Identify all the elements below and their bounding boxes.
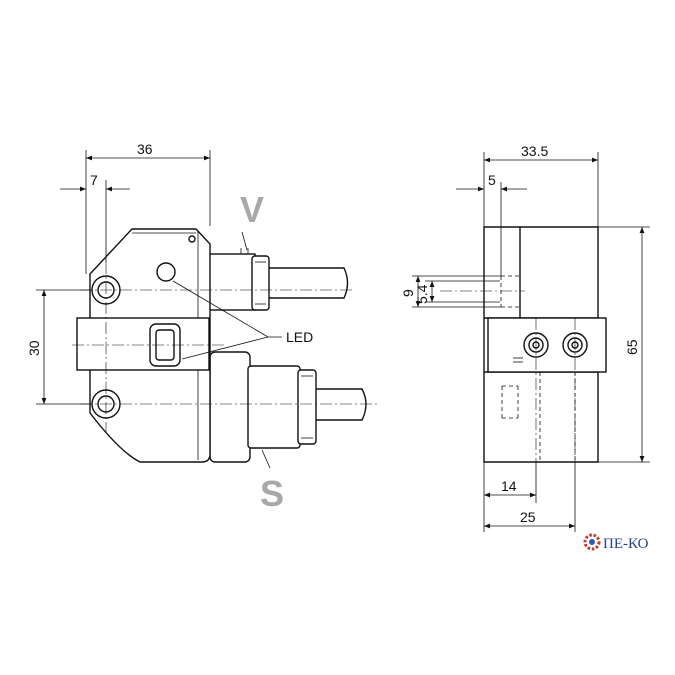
dim-9: 9 — [400, 289, 416, 297]
dim-33-5: 33.5 — [521, 143, 548, 159]
clamp-band — [76, 317, 210, 371]
logo-text: ПЕ-КО — [603, 536, 649, 552]
connector-s-body — [209, 351, 251, 463]
cable-s — [316, 388, 367, 421]
side-view — [412, 152, 650, 532]
front-view — [36, 150, 378, 469]
label-led: LED — [286, 329, 313, 345]
connector-s-nut — [297, 369, 317, 445]
connector-v-body — [202, 253, 256, 311]
label-s: S — [260, 473, 284, 514]
led-indicator — [156, 262, 176, 282]
dim-36: 36 — [137, 141, 153, 157]
dim-7: 7 — [90, 172, 98, 188]
dim-14: 14 — [501, 478, 517, 494]
connector-v-nut — [251, 255, 270, 311]
dim-65: 65 — [624, 339, 640, 355]
connector-s-sleeve — [247, 365, 301, 449]
dim-30: 30 — [26, 340, 42, 356]
cable-v — [269, 267, 349, 299]
dim-5-4: 5.4 — [414, 284, 430, 304]
label-v: V — [240, 189, 264, 230]
side-clamp-band — [487, 317, 607, 373]
gear-icon — [583, 533, 601, 551]
dim-25: 25 — [520, 509, 536, 525]
screw-detail — [188, 235, 196, 243]
company-logo: ПЕ-КО — [583, 533, 649, 552]
dim-5: 5 — [488, 172, 496, 188]
